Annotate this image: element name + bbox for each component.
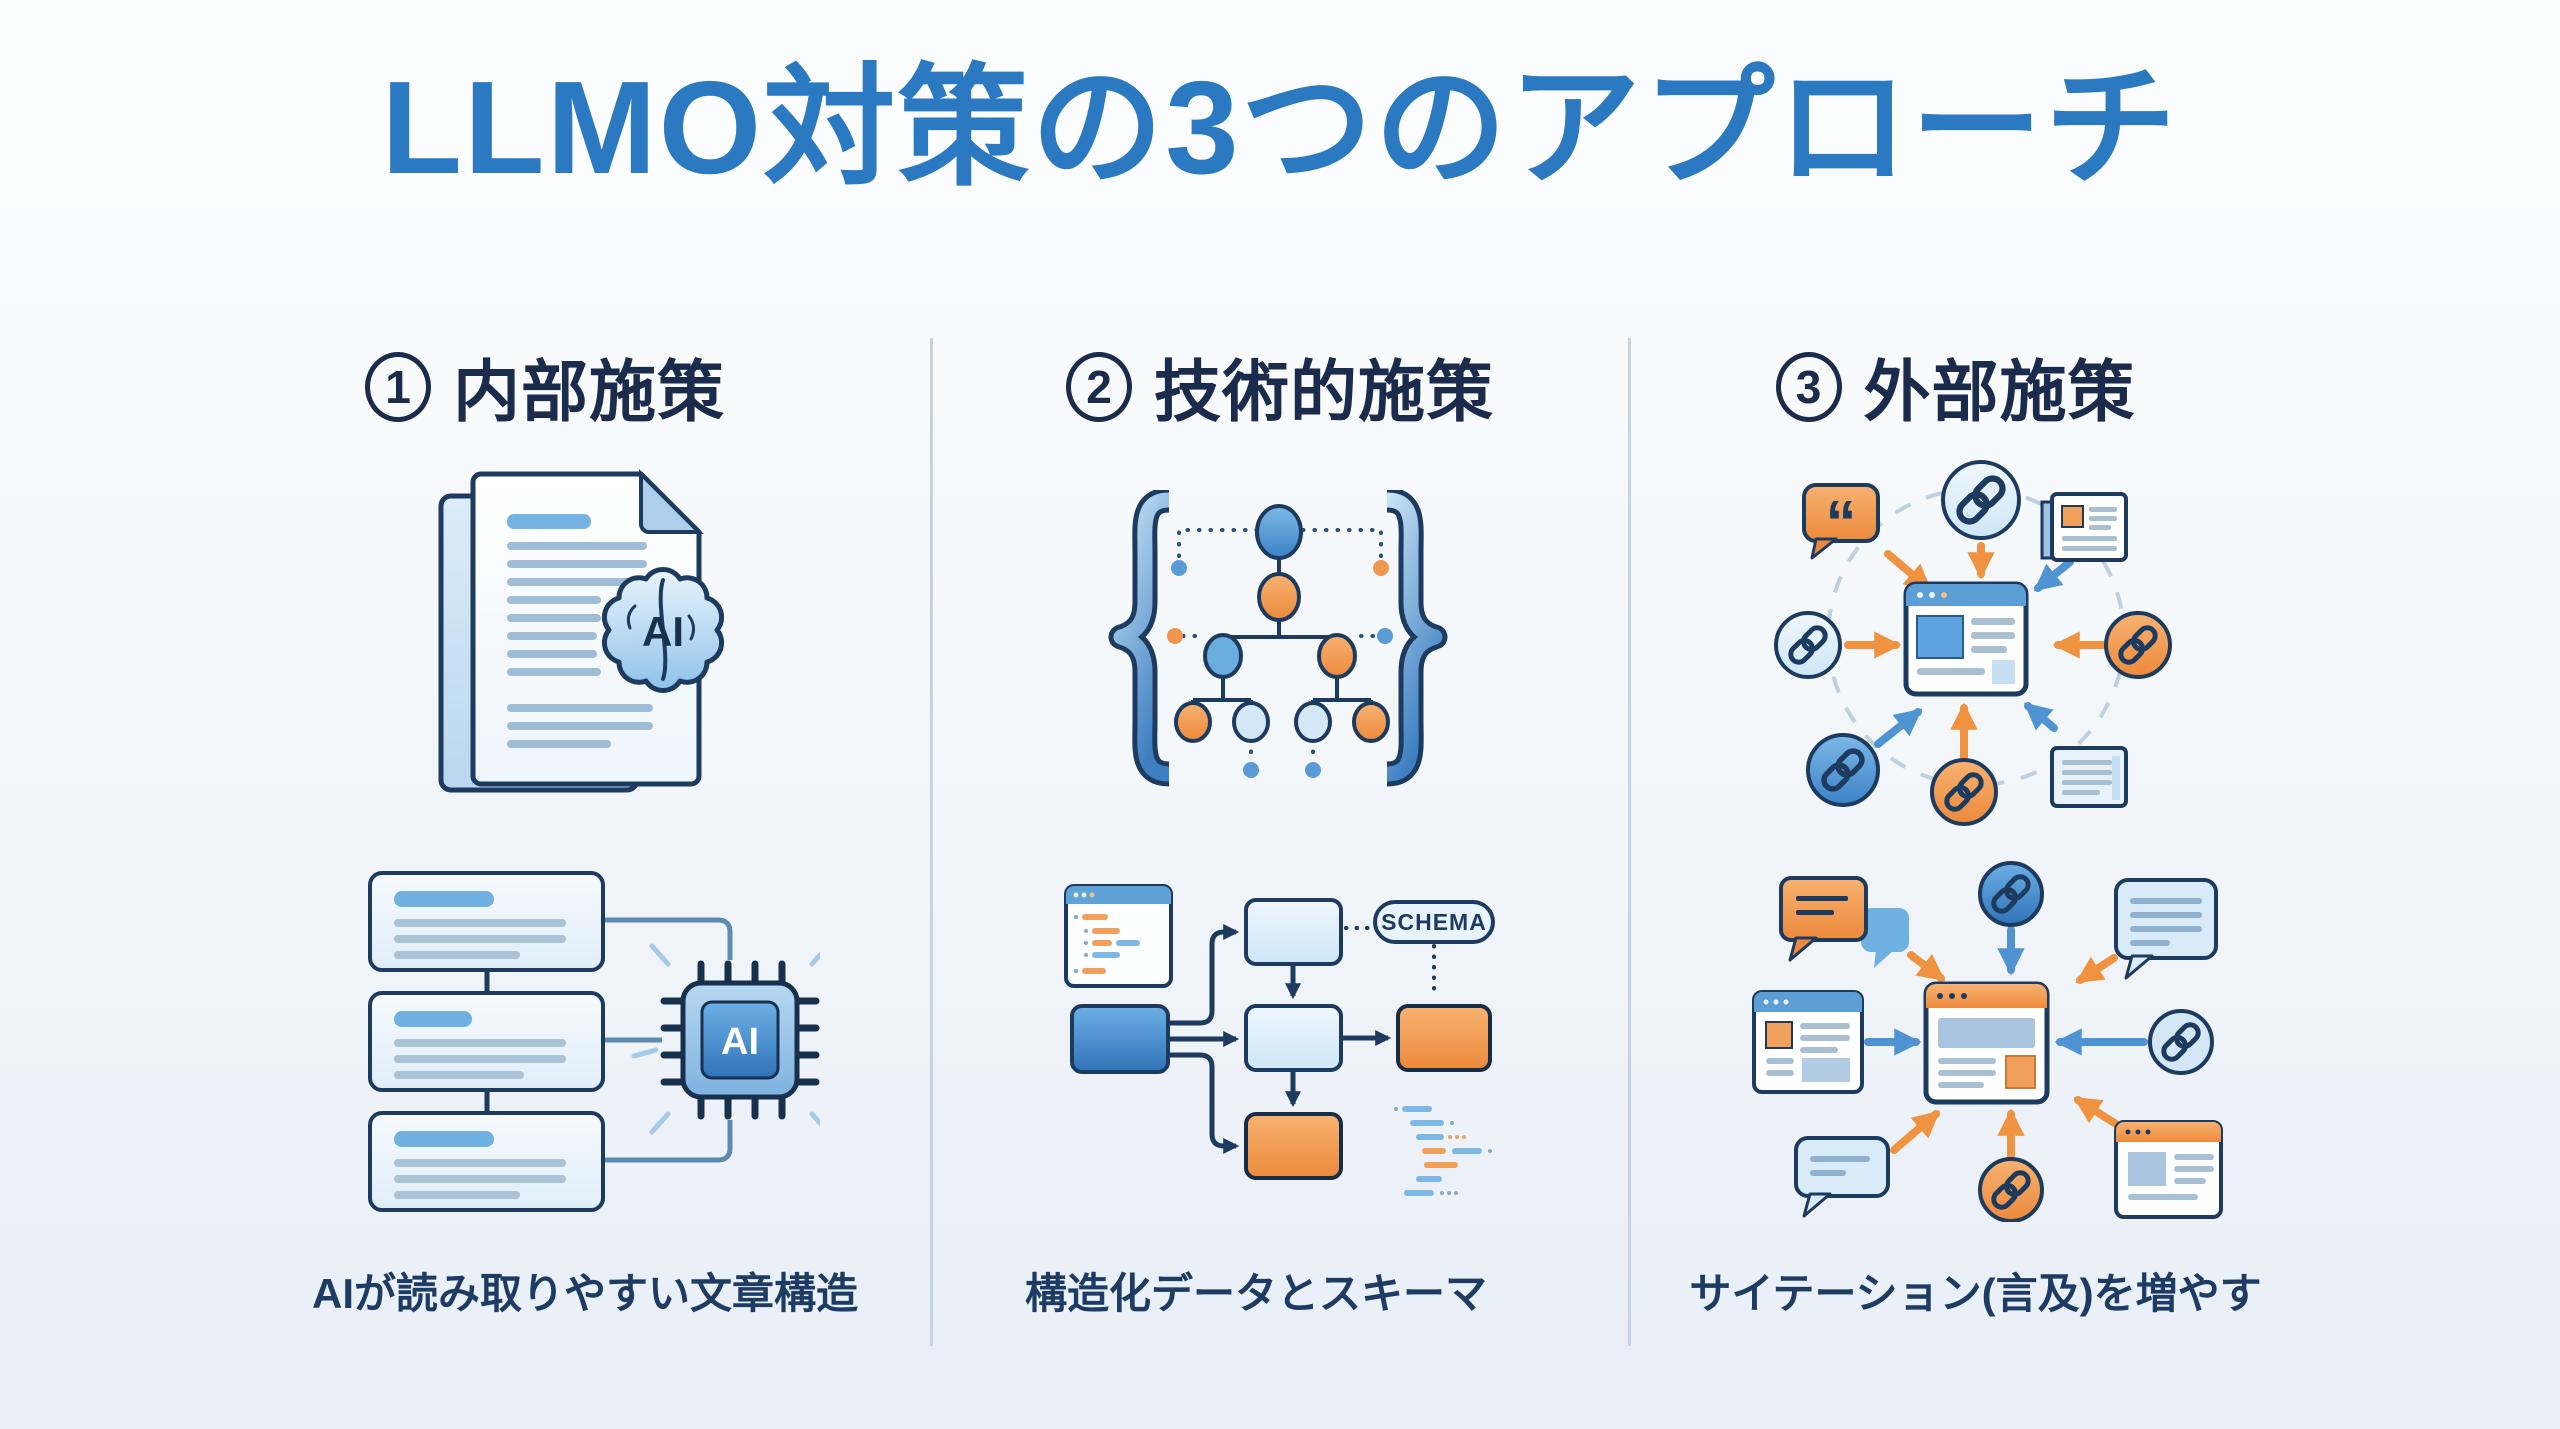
- side-dots: [1167, 560, 1393, 778]
- column2-caption: 構造化データとスキーマ: [1024, 1270, 1487, 1317]
- code-window-icon: [1064, 884, 1173, 988]
- chip-ai-label: AI: [721, 1021, 759, 1063]
- page-title: LLMO対策の3つのアプローチ: [381, 54, 2179, 201]
- schema-pill: SCHEMA: [1373, 900, 1495, 944]
- circled-number-1: 1: [365, 351, 431, 422]
- browser-window-icon: [1751, 990, 1864, 1094]
- code-snippet-lines: [1394, 1106, 1492, 1196]
- column-technical-measures: 2 技術的施策: [935, 0, 1625, 1429]
- chat-bubbles-icon: [1778, 876, 1909, 968]
- column3-caption: サイテーション(言及)を増やす: [1689, 1270, 2262, 1317]
- column-external-measures: 3 外部施策: [1628, 0, 2323, 1429]
- tree-nodes: [1174, 504, 1390, 743]
- dotted-links: [1344, 926, 1436, 1000]
- citation-network-icon: “: [1736, 452, 2216, 832]
- structured-data-flow-icon: SCHEMA: [1050, 878, 1510, 1208]
- flow-arrows: [1168, 923, 1392, 1155]
- document-stack-icon: [438, 469, 704, 793]
- newspaper-icon: [2040, 492, 2128, 562]
- curly-braces-tree-icon: [1087, 487, 1473, 788]
- flow-source-box: [1070, 1004, 1170, 1074]
- content-blocks-ai-chip-icon: AI: [350, 860, 847, 1220]
- inbound-arrows: [1843, 542, 2110, 762]
- curly-brace-left: [1108, 487, 1171, 787]
- tree-dotted-links: [1177, 528, 1383, 760]
- flow-box-mid: [1244, 1004, 1343, 1072]
- column3-heading: 3 外部施策: [1608, 338, 2303, 435]
- flow-box-bottom: [1244, 1112, 1343, 1180]
- quote-marks-glyph: “: [1825, 489, 1856, 558]
- connector-lines: [603, 917, 733, 1163]
- link-icon: [2147, 1009, 2214, 1075]
- browser-window-icon: [2113, 1120, 2223, 1219]
- column2-heading: 2 技術的施策: [935, 338, 1625, 435]
- speech-bubble-icon: [1793, 1136, 1890, 1218]
- link-icon: [1773, 611, 1842, 679]
- column1-caption: AIが読み取りやすい文章構造: [311, 1270, 858, 1317]
- ai-brain-icon: AI: [601, 567, 725, 693]
- link-icon: [1929, 758, 1998, 826]
- quote-bubble-icon: “: [1801, 483, 1880, 560]
- speech-bubble-icon: [2113, 878, 2218, 980]
- content-card: [368, 991, 605, 1092]
- content-card: [368, 871, 605, 972]
- column1-heading-label: 内部施策: [453, 355, 725, 430]
- browser-window-icon: [1903, 581, 2028, 697]
- brain-ai-label: AI: [642, 608, 684, 655]
- column-divider-right: [1628, 338, 1631, 1346]
- column2-heading-label: 技術的施策: [1154, 355, 1494, 430]
- ai-chip-icon: AI: [631, 943, 847, 1135]
- link-icon: [1977, 1157, 2044, 1223]
- link-icon: [1940, 460, 2021, 540]
- column-internal-measures: 1 内部施策: [185, 0, 985, 1429]
- link-icon: [2103, 611, 2172, 679]
- circled-number-3: 3: [1775, 351, 1842, 422]
- inbound-arrows: [1863, 926, 2148, 1162]
- browser-window-icon: [1923, 981, 2049, 1105]
- flow-box-top: [1244, 898, 1343, 966]
- link-icon: [1805, 733, 1880, 807]
- column1-heading: 1 内部施策: [145, 338, 945, 435]
- flow-box-right: [1396, 1004, 1492, 1072]
- mentions-network-icon: [1726, 860, 2226, 1223]
- column3-heading-label: 外部施策: [1863, 355, 2136, 430]
- column-divider-left: [930, 338, 933, 1346]
- link-icon: [1977, 861, 2044, 927]
- curly-brace-right: [1385, 487, 1448, 787]
- schema-label: SCHEMA: [1381, 909, 1487, 935]
- circled-number-2: 2: [1066, 351, 1132, 422]
- article-page-icon: [2049, 746, 2128, 808]
- content-card: [368, 1111, 605, 1212]
- document-with-ai-brain-icon: AI: [435, 468, 735, 798]
